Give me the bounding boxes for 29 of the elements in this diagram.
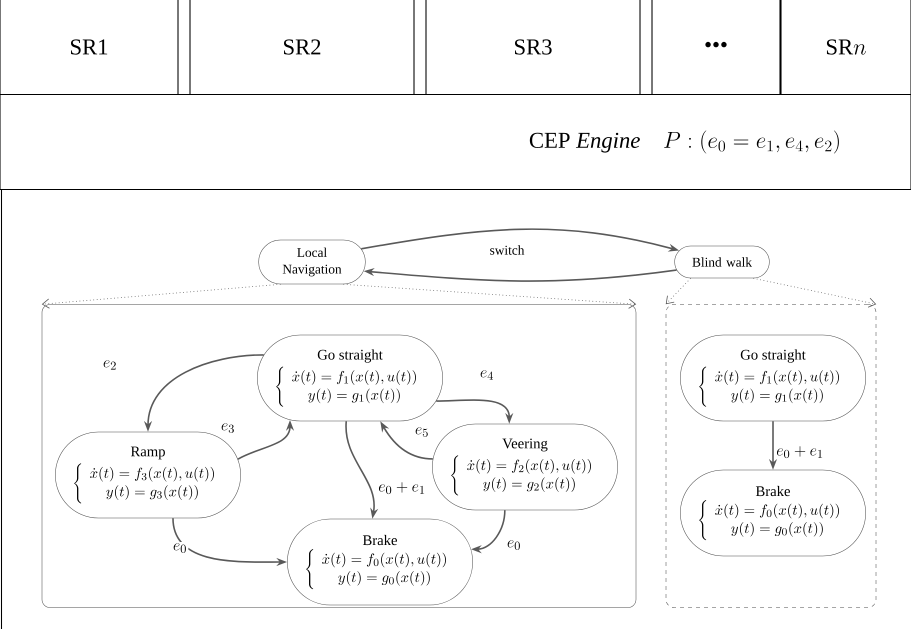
edge-label: $e_0$	[506, 539, 522, 551]
register-box: •••	[651, 0, 781, 96]
mode-box: Blind walk	[674, 246, 770, 278]
switch-label: switch	[490, 245, 524, 255]
edge-label: $e_2$	[102, 359, 118, 371]
state-box: Go straight $\left\{\begin{array}{c}\dot{x}(t)=f_1(x(t),u(t))\\ y(t)=g_1(x(t))\end{array}\right.$	[257, 334, 443, 422]
edge-label: $e_0+e_1$	[774, 444, 826, 460]
register-box: $\mathrm{SR}n$	[780, 0, 911, 96]
state-box: Brake $\left\{\begin{array}{c}\dot{x}(t)=f_0(x(t),u(t))\\ y(t)=g_0(x(t))\end{array}\right.$	[287, 518, 473, 606]
edge-label: $e_0$	[172, 542, 188, 554]
engine-band: CEP Engine $P:\left(e_0=e_1,e_4,e_2\right)$	[0, 94, 911, 190]
state-box: Veering $\left\{\begin{array}{c}\dot{x}(t)=f_2(x(t),u(t))\\ y(t)=g_2(x(t))\end{array}\right.$	[432, 424, 618, 510]
register-box: SR3	[425, 0, 641, 96]
state-box: Ramp $\left\{\begin{array}{c}\dot{x}(t)=f_3(x(t),u(t))\\ y(t)=g_3(x(t))\end{array}\right.$	[55, 432, 241, 518]
leader-arrow	[342, 284, 636, 309]
leader-arrow	[666, 278, 692, 304]
edge-label: $e_3$	[220, 422, 236, 434]
leader-arrow	[752, 278, 876, 308]
state-box: Go straight $\left\{\begin{array}{c}\dot{x}(t)=f_1(x(t),u(t))\\ y(t)=g_1(x(t))\end{array}\right.$	[680, 334, 866, 422]
state-group-frame	[42, 304, 636, 608]
edge-label: $e_0+e_1$	[376, 480, 428, 496]
register-box: SR2	[189, 0, 415, 96]
register-box: SR1	[0, 0, 179, 96]
state-box: Brake $\left\{\begin{array}{c}\dot{x}(t)=f_0(x(t),u(t))\\ y(t)=g_0(x(t))\end{array}\right.$	[680, 470, 866, 556]
edge-label: $e_5$	[414, 426, 430, 438]
state-group-frame	[666, 304, 876, 608]
mode-box: Local Navigation	[258, 240, 366, 284]
edge-label: $e_4$	[478, 369, 496, 381]
leader-arrow	[42, 284, 282, 309]
